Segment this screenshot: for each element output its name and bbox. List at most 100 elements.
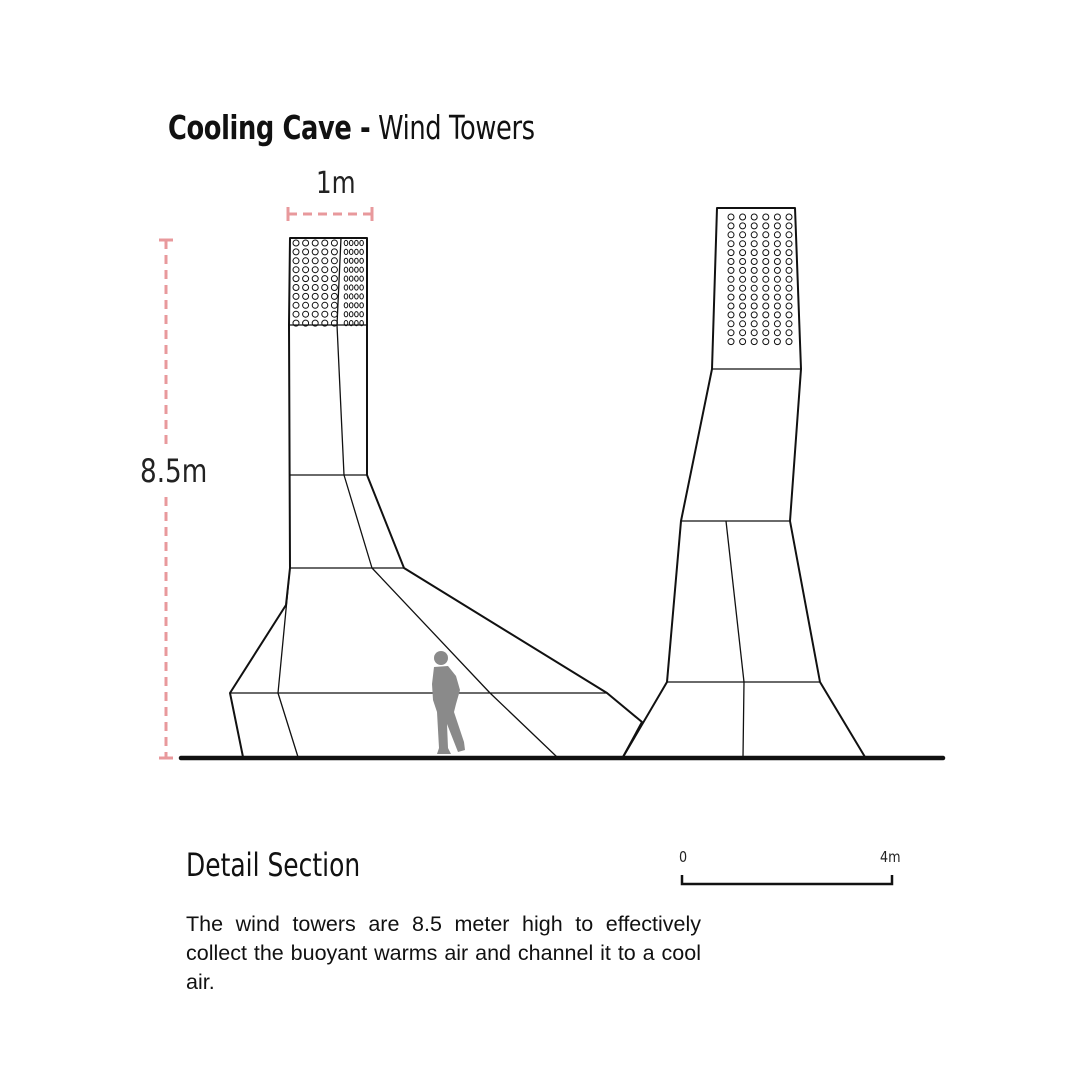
vent-hole (727, 249, 735, 257)
vent-hole (359, 302, 364, 309)
vent-hole (727, 320, 735, 328)
vent-hole (330, 319, 338, 327)
vent-hole (773, 275, 781, 283)
vent-hole (750, 266, 758, 274)
vent-hole (311, 284, 319, 291)
vent-hole (750, 329, 758, 337)
vent-hole (348, 275, 354, 282)
vent-hole (727, 284, 735, 292)
vent-hole (302, 248, 310, 256)
vent-hole (348, 257, 354, 264)
right-tower-vent-grid (727, 213, 793, 346)
height-dimension-line (159, 238, 173, 760)
vent-hole (292, 284, 300, 291)
vent-hole (773, 240, 781, 248)
vent-hole (773, 329, 781, 337)
vent-hole (311, 301, 319, 309)
vent-hole (739, 266, 747, 274)
left-wind-tower (229, 237, 643, 758)
vent-hole (292, 292, 300, 300)
vent-hole (292, 239, 300, 247)
vent-hole (330, 257, 338, 265)
vent-hole (762, 338, 770, 346)
vent-hole (727, 329, 735, 337)
title-light: Wind Towers (378, 108, 535, 147)
vent-hole (739, 275, 747, 283)
right-wind-tower (622, 207, 866, 758)
vent-hole (727, 311, 735, 319)
vent-hole (762, 311, 770, 319)
vent-hole (727, 338, 735, 346)
vent-hole (330, 284, 338, 291)
vent-hole (311, 275, 319, 283)
vent-hole (311, 292, 319, 300)
vent-hole (750, 320, 758, 328)
vent-hole (750, 338, 758, 346)
vent-hole (785, 284, 793, 292)
vent-hole (321, 239, 329, 247)
height-dimension-label: 8.5m (140, 452, 208, 490)
vent-hole (785, 311, 793, 319)
vent-hole (354, 293, 359, 300)
vent-hole (739, 311, 747, 319)
vent-hole (785, 231, 793, 239)
vent-hole (762, 320, 770, 328)
vent-hole (773, 320, 781, 328)
vent-hole (321, 310, 329, 318)
scale-bar (680, 875, 894, 886)
vent-hole (762, 231, 770, 239)
vent-hole (321, 275, 329, 283)
vent-hole (773, 311, 781, 319)
vent-hole (292, 266, 300, 274)
vent-hole (785, 266, 793, 274)
vent-hole (343, 275, 349, 282)
vent-hole (739, 329, 747, 337)
vent-hole (311, 319, 319, 327)
vent-hole (311, 310, 319, 318)
vent-hole (785, 249, 793, 257)
vent-hole (750, 249, 758, 257)
vent-hole (750, 213, 758, 221)
vent-hole (739, 284, 747, 292)
vent-hole (343, 320, 349, 327)
vent-hole (785, 329, 793, 337)
vent-hole (773, 231, 781, 239)
vent-hole (311, 239, 319, 247)
vent-hole (354, 302, 359, 309)
vent-hole (739, 222, 747, 230)
vent-hole (343, 248, 349, 255)
vent-hole (292, 310, 300, 318)
vent-hole (785, 293, 793, 301)
vent-hole (302, 266, 310, 274)
vent-hole (354, 275, 359, 282)
vent-hole (292, 275, 300, 283)
vent-hole (343, 284, 349, 291)
vent-hole (762, 302, 770, 310)
vent-hole (359, 293, 364, 300)
vent-hole (762, 284, 770, 292)
vent-hole (739, 320, 747, 328)
vent-hole (302, 292, 310, 300)
vent-hole (762, 275, 770, 283)
vent-hole (727, 222, 735, 230)
vent-hole (330, 275, 338, 283)
vent-hole (773, 258, 781, 265)
section-description: The wind towers are 8.5 meter high to ef… (186, 912, 701, 994)
vent-hole (348, 311, 354, 318)
vent-hole (302, 257, 310, 265)
vent-hole (773, 293, 781, 301)
vent-hole (785, 338, 793, 346)
vent-hole (750, 222, 758, 230)
vent-hole (773, 249, 781, 257)
vent-hole (348, 293, 354, 300)
vent-hole (359, 239, 364, 247)
vent-hole (762, 329, 770, 337)
vent-hole (739, 258, 747, 265)
scale-start-label: 0 (679, 848, 688, 866)
vent-hole (762, 240, 770, 248)
vent-hole (785, 275, 793, 283)
vent-hole (354, 257, 359, 264)
drawing-title: Cooling Cave - Wind Towers (168, 108, 535, 147)
vent-hole (321, 266, 329, 274)
